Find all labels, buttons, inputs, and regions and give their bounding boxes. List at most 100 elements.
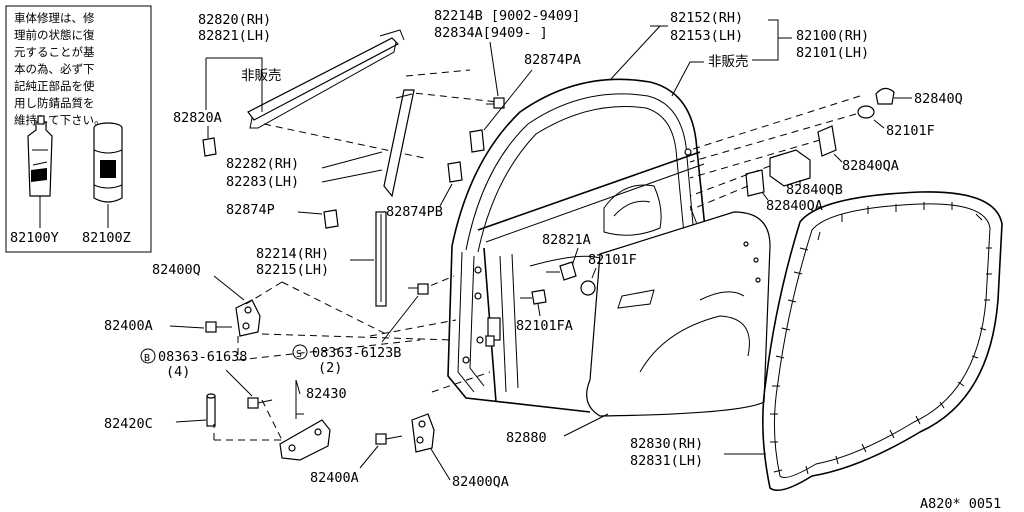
bolt-b-symbol: B (140, 348, 156, 364)
label-82400A-left: 82400A (104, 318, 153, 334)
clip-82874P-icon (323, 209, 339, 229)
leader-82430 (295, 379, 304, 415)
grommet-82101F-top-icon (857, 105, 875, 119)
bolt-08363-61638-icon (247, 397, 273, 409)
leader-82874PA (483, 69, 533, 131)
note-line-2: 理前の状態に復 (14, 28, 95, 42)
block-82840QB-icon (769, 149, 811, 187)
label-not-sold-right: 非販売 (708, 54, 749, 70)
leader-82101F-mid (591, 267, 597, 279)
label-82840QA-mid: 82840QA (766, 198, 823, 214)
leader-82834A (489, 41, 499, 97)
explosion-lines-right (689, 95, 861, 211)
clip-82820A-icon (202, 137, 217, 157)
leader-82152 (609, 25, 668, 81)
outer-molding-strip (247, 29, 405, 129)
note-line-3: 元することが基 (14, 45, 95, 59)
label-bolt-08363-6123B: 08363-6123B (312, 345, 401, 361)
leader-82400A-left (169, 325, 205, 329)
label-82874PA: 82874PA (524, 52, 581, 68)
diagram-code: A820* 0051 (920, 496, 1001, 512)
svg-text:B: B (144, 353, 150, 364)
rear-door-frame (447, 78, 707, 413)
label-82214-rh: 82214(RH) (256, 246, 329, 262)
door-weatherstrip-82830 (762, 191, 1003, 492)
bolt-s-symbol: S (292, 344, 308, 360)
leader-82420C (175, 419, 207, 423)
label-82400A-bottom: 82400A (310, 470, 359, 486)
label-82880: 82880 (506, 430, 547, 446)
label-82820-rh: 82820(RH) (198, 12, 271, 28)
sealant-tube-icon (27, 115, 53, 228)
label-bolt-08363-61638: 08363-61638 (158, 349, 247, 365)
note-line-6: 用し防錆品質を (14, 96, 95, 110)
plug-82840Q-icon (875, 87, 895, 105)
label-82152-rh: 82152(RH) (670, 10, 743, 26)
rear-sash-82282 (383, 89, 415, 198)
label-82101-lh: 82101(LH) (796, 45, 869, 61)
label-82840QA-top: 82840QA (842, 158, 899, 174)
label-82283-lh: 82283(LH) (226, 174, 299, 190)
leader-82400A-bottom (359, 445, 379, 469)
label-82420C: 82420C (104, 416, 153, 432)
label-82282-rh: 82282(RH) (226, 156, 299, 172)
label-82400QA: 82400QA (452, 474, 509, 490)
label-bolt-b-qty: (4) (166, 364, 190, 380)
explosion-lines-top (263, 69, 499, 159)
door-trim-panel-82880 (586, 211, 771, 417)
door-assembly-bracket (752, 19, 792, 61)
leader-bolt-s (381, 295, 419, 343)
label-82834A: 82834A[9409- ] (434, 25, 548, 41)
label-82830-rh: 82830(RH) (630, 436, 703, 452)
note-line-1: 車体修理は、修 (14, 11, 95, 25)
label-82831-lh: 82831(LH) (630, 453, 703, 469)
molding-bracket-line (205, 57, 263, 112)
repair-note-box: 車体修理は、修 理前の状態に復 元することが基 本の為、必ず下 記純正部品を使 … (5, 5, 152, 253)
note-line-7: 維持して下さい。 (14, 113, 106, 127)
glass-run-channel-82214 (375, 211, 387, 307)
label-82840QB: 82840QB (786, 182, 843, 198)
leader-82874P (297, 211, 323, 215)
leader-82101FA (537, 303, 541, 317)
label-not-sold-left: 非販売 (241, 68, 282, 84)
label-82101FA: 82101FA (516, 318, 573, 334)
label-82153-lh: 82153(LH) (670, 28, 743, 44)
label-82100Z: 82100Z (82, 230, 131, 246)
label-82874P: 82874P (226, 202, 275, 218)
leader-82880 (563, 413, 609, 437)
bolt-82400A-left-icon (205, 321, 232, 333)
clip-82874PB-icon (447, 161, 463, 183)
note-line-4: 本の為、必ず下 (14, 62, 95, 76)
spray-can-icon (93, 122, 123, 228)
label-82430: 82430 (306, 386, 347, 402)
lower-hinge-82430-icon (279, 419, 331, 461)
bolt-08363-6123B-icon (408, 283, 429, 295)
leader-bolt-b (225, 369, 253, 397)
leader-82400Q (213, 275, 245, 301)
leader-82282 (321, 151, 383, 183)
label-82400Q: 82400Q (152, 262, 201, 278)
label-82874PB: 82874PB (386, 204, 443, 220)
hinge-pin-82420C-icon (206, 393, 216, 427)
grommet-82101F-mid-icon (580, 280, 596, 296)
label-82214B: 82214B [9002-9409] (434, 8, 580, 24)
label-82215-lh: 82215(LH) (256, 262, 329, 278)
bolt-82400A-bottom-icon (375, 433, 403, 445)
label-82100Y: 82100Y (10, 230, 59, 246)
upper-hinge-82400Q-icon (235, 299, 261, 337)
label-82820A: 82820A (173, 110, 222, 126)
leader-not-sold-right (671, 61, 704, 97)
label-82100-rh: 82100(RH) (796, 28, 869, 44)
clip-82101FA-icon (531, 289, 547, 305)
pad-82840QA-top-icon (817, 125, 837, 157)
label-82821-lh: 82821(LH) (198, 28, 271, 44)
lower-hinge-82400QA-icon (411, 413, 435, 453)
svg-text:S: S (296, 349, 302, 360)
leader-82821A (571, 247, 579, 267)
note-line-5: 記純正部品を使 (14, 79, 95, 93)
label-82101F-top: 82101F (886, 123, 935, 139)
clip-82821A-icon (559, 261, 577, 281)
label-82821A: 82821A (542, 232, 591, 248)
leader-82400QA (427, 443, 451, 481)
